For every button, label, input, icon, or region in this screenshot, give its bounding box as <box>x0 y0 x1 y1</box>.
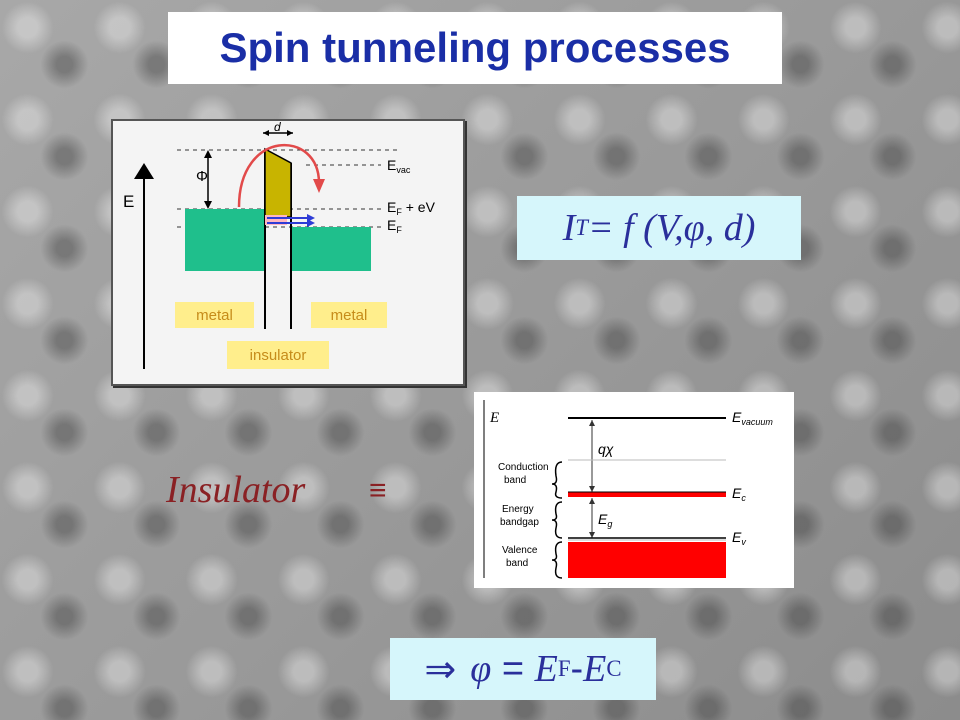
phi-label: Φ <box>196 168 208 185</box>
ef-label: EF <box>387 217 402 235</box>
ef-plus-ev-label: EF + eV <box>387 199 436 217</box>
ev-label: Ev <box>732 529 746 547</box>
phi-arrow-bottom <box>204 201 212 209</box>
formula-rest-b: , d) <box>704 207 756 249</box>
tunnel-barrier <box>264 147 292 218</box>
energy-bandgap-label-2: bandgap <box>500 517 539 528</box>
tunneling-diagram-svg: E d Φ Evac EF + eV <box>123 120 436 369</box>
implies-arrow: ⇒ <box>424 648 457 691</box>
tag-metal-right: metal <box>311 302 387 328</box>
tag-insulator: insulator <box>227 341 329 369</box>
conduction-band-edge <box>568 492 726 497</box>
valence-band-label-1: Valence <box>502 545 538 556</box>
thermionic-arc <box>237 143 321 208</box>
qchi-arrow-top <box>589 420 595 426</box>
phi-ef-sub: F <box>557 656 571 681</box>
eg-arrow-top <box>589 498 595 504</box>
conduction-brace <box>551 461 563 499</box>
energy-axis-label: E <box>123 192 134 211</box>
formula-rest-a: = f (V, <box>587 207 684 249</box>
valence-brace <box>551 541 563 579</box>
qchi-label: qχ <box>598 441 614 457</box>
d-arrow-left <box>263 130 269 136</box>
band-axis-label: E <box>489 410 499 426</box>
metal-right-block <box>291 227 371 271</box>
conduction-band-label-1: Conduction <box>498 462 549 473</box>
slide-title: Spin tunneling processes <box>168 12 782 84</box>
thermionic-arc-head <box>313 179 325 193</box>
phi-minus: - <box>570 647 584 690</box>
phi-ec-sub: C <box>606 656 622 681</box>
formula-phi: φ <box>683 207 705 249</box>
phi-ef: E <box>534 648 558 690</box>
insulator-label: Insulator <box>166 469 306 511</box>
d-label: d <box>274 120 281 134</box>
band-diagram-svg: E Evacuum qχ Ec Eg Ev Conduction band En… <box>483 400 773 579</box>
equivalence-symbol: ≡ <box>369 474 387 507</box>
qchi-arrow-bottom <box>589 486 595 492</box>
evac-label: Evac <box>387 157 411 175</box>
metal-left-block <box>185 209 265 271</box>
ec-label: Ec <box>732 485 746 503</box>
conduction-band-label-2: band <box>504 475 526 486</box>
phi-arrow-top <box>204 150 212 158</box>
evacuum-label: Evacuum <box>732 409 773 427</box>
phi-ec: E <box>583 648 607 690</box>
formula-i-sub: T <box>575 215 588 240</box>
eg-arrow-bottom <box>589 532 595 538</box>
energy-axis-arrow <box>134 163 154 179</box>
tag-metal-left: metal <box>175 302 254 328</box>
phi-symbol: φ <box>470 648 492 690</box>
valence-band-label-2: band <box>506 558 528 569</box>
bandgap-brace <box>551 501 563 539</box>
eg-label: Eg <box>598 511 612 529</box>
d-arrow-right <box>287 130 293 136</box>
band-diagram: E Evacuum qχ Ec Eg Ev Conduction band En… <box>474 392 794 588</box>
energy-bandgap-label-1: Energy <box>502 504 534 515</box>
tunneling-region <box>265 215 287 225</box>
phi-equals: = <box>491 647 535 690</box>
formula-i: I <box>562 207 576 249</box>
valence-band-fill <box>568 542 726 578</box>
tunnel-arrow-2-head <box>307 219 315 227</box>
